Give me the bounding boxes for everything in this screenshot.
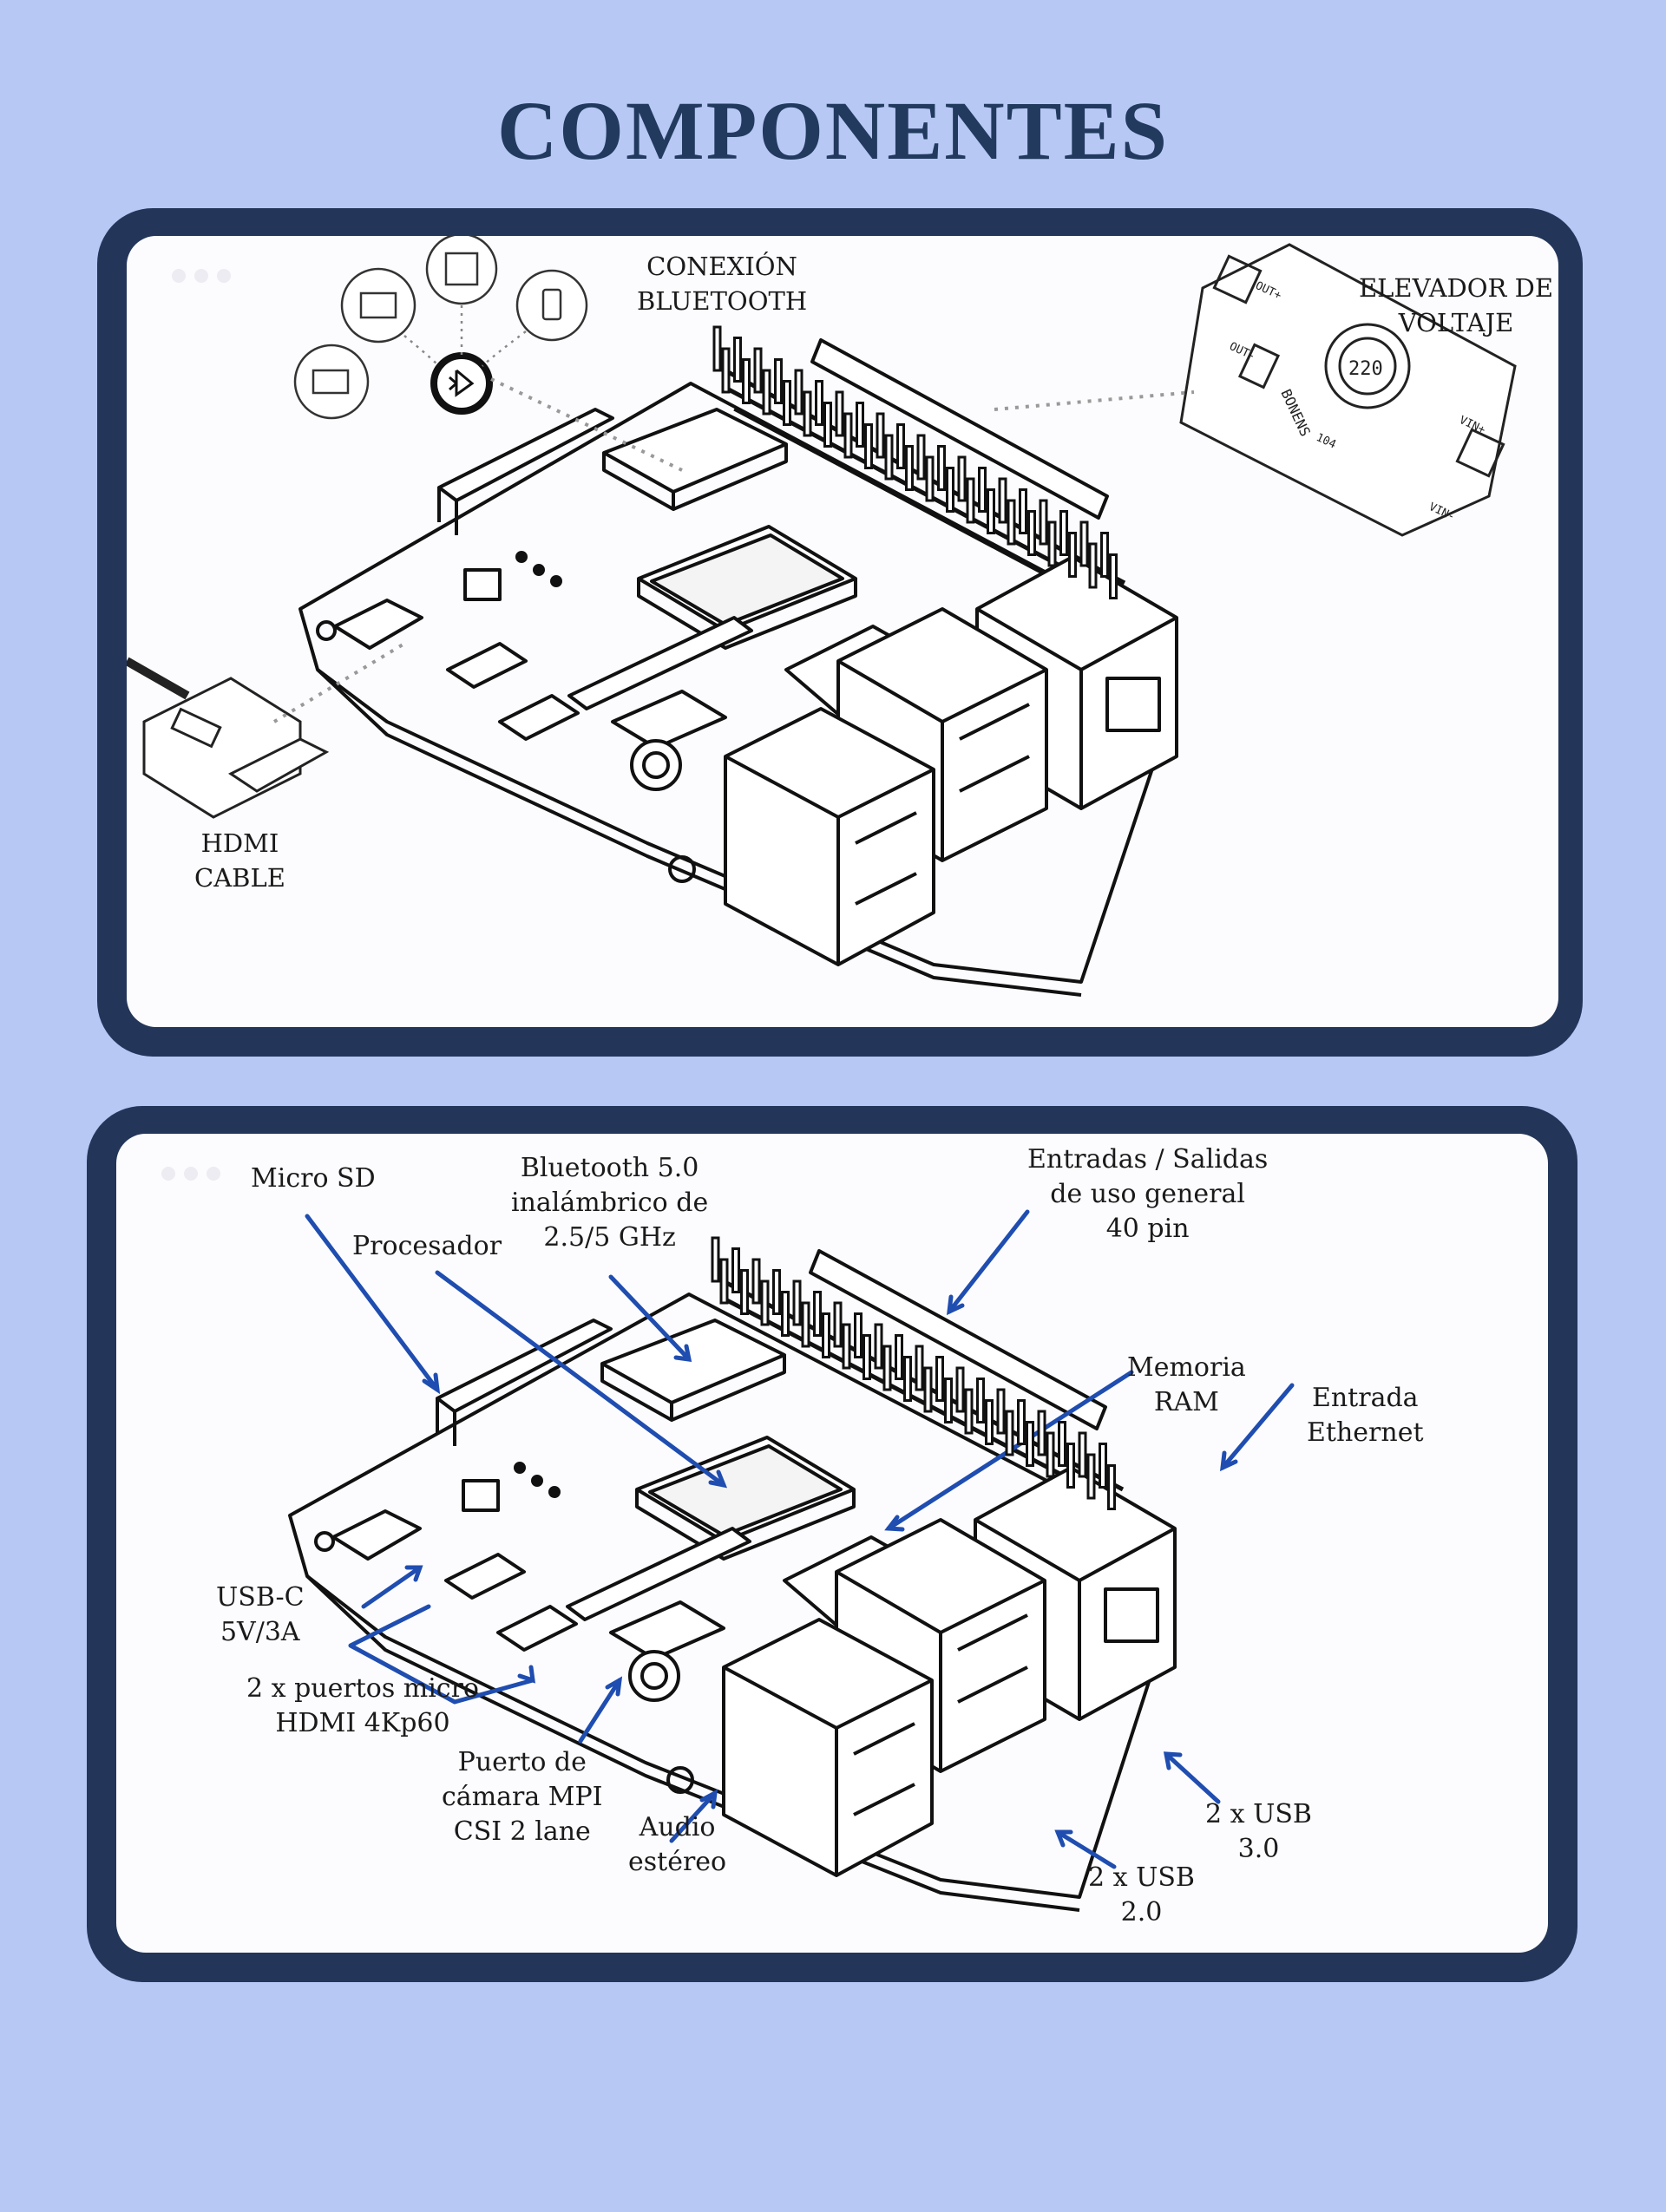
module-inductor-value: 220 [1348,358,1383,380]
top-panel-frame: 220 OUT+ OUT- VIN+ VIN- 104 BONENS CONEX [97,208,1583,1057]
label-usb2: 2 x USB2.0 [1088,1861,1195,1930]
hdmi-cable [127,661,326,817]
label-voltage-booster: ELEVADOR DEVOLTAJE [1359,271,1553,340]
label-gpio: Entradas / Salidasde uso general40 pin [1027,1142,1268,1247]
page-title: COMPONENTES [0,82,1666,179]
label-ram: MemoriaRAM [1127,1351,1246,1420]
label-usb3: 2 x USB3.0 [1205,1797,1312,1867]
raspberry-pi-illustration: 220 OUT+ OUT- VIN+ VIN- 104 BONENS [127,236,1558,1027]
label-bluetooth-50: Bluetooth 5.0inalámbrico de2.5/5 GHz [511,1151,708,1255]
label-camera-port: Puerto decámara MPICSI 2 lane [442,1745,603,1849]
bottom-panel-frame: Micro SD Procesador Bluetooth 5.0inalámb… [87,1106,1577,1982]
bluetooth-devices-icons [295,236,587,418]
top-panel: 220 OUT+ OUT- VIN+ VIN- 104 BONENS CONEX [127,236,1558,1027]
label-usb-c: USB-C5V/3A [216,1580,305,1650]
raspberry-pi-labeled-illustration [116,1134,1548,1953]
label-audio: Audioestéreo [628,1810,726,1880]
label-hdmi-cable: HDMICABLE [194,826,285,895]
label-ethernet: EntradaEthernet [1307,1381,1424,1450]
label-procesador: Procesador [352,1229,502,1264]
label-micro-hdmi: 2 x puertos microHDMI 4Kp60 [246,1672,479,1741]
label-bluetooth-connection: CONEXIÓNBLUETOOTH [637,249,807,318]
bottom-panel: Micro SD Procesador Bluetooth 5.0inalámb… [116,1134,1548,1953]
label-micro-sd: Micro SD [251,1162,376,1196]
